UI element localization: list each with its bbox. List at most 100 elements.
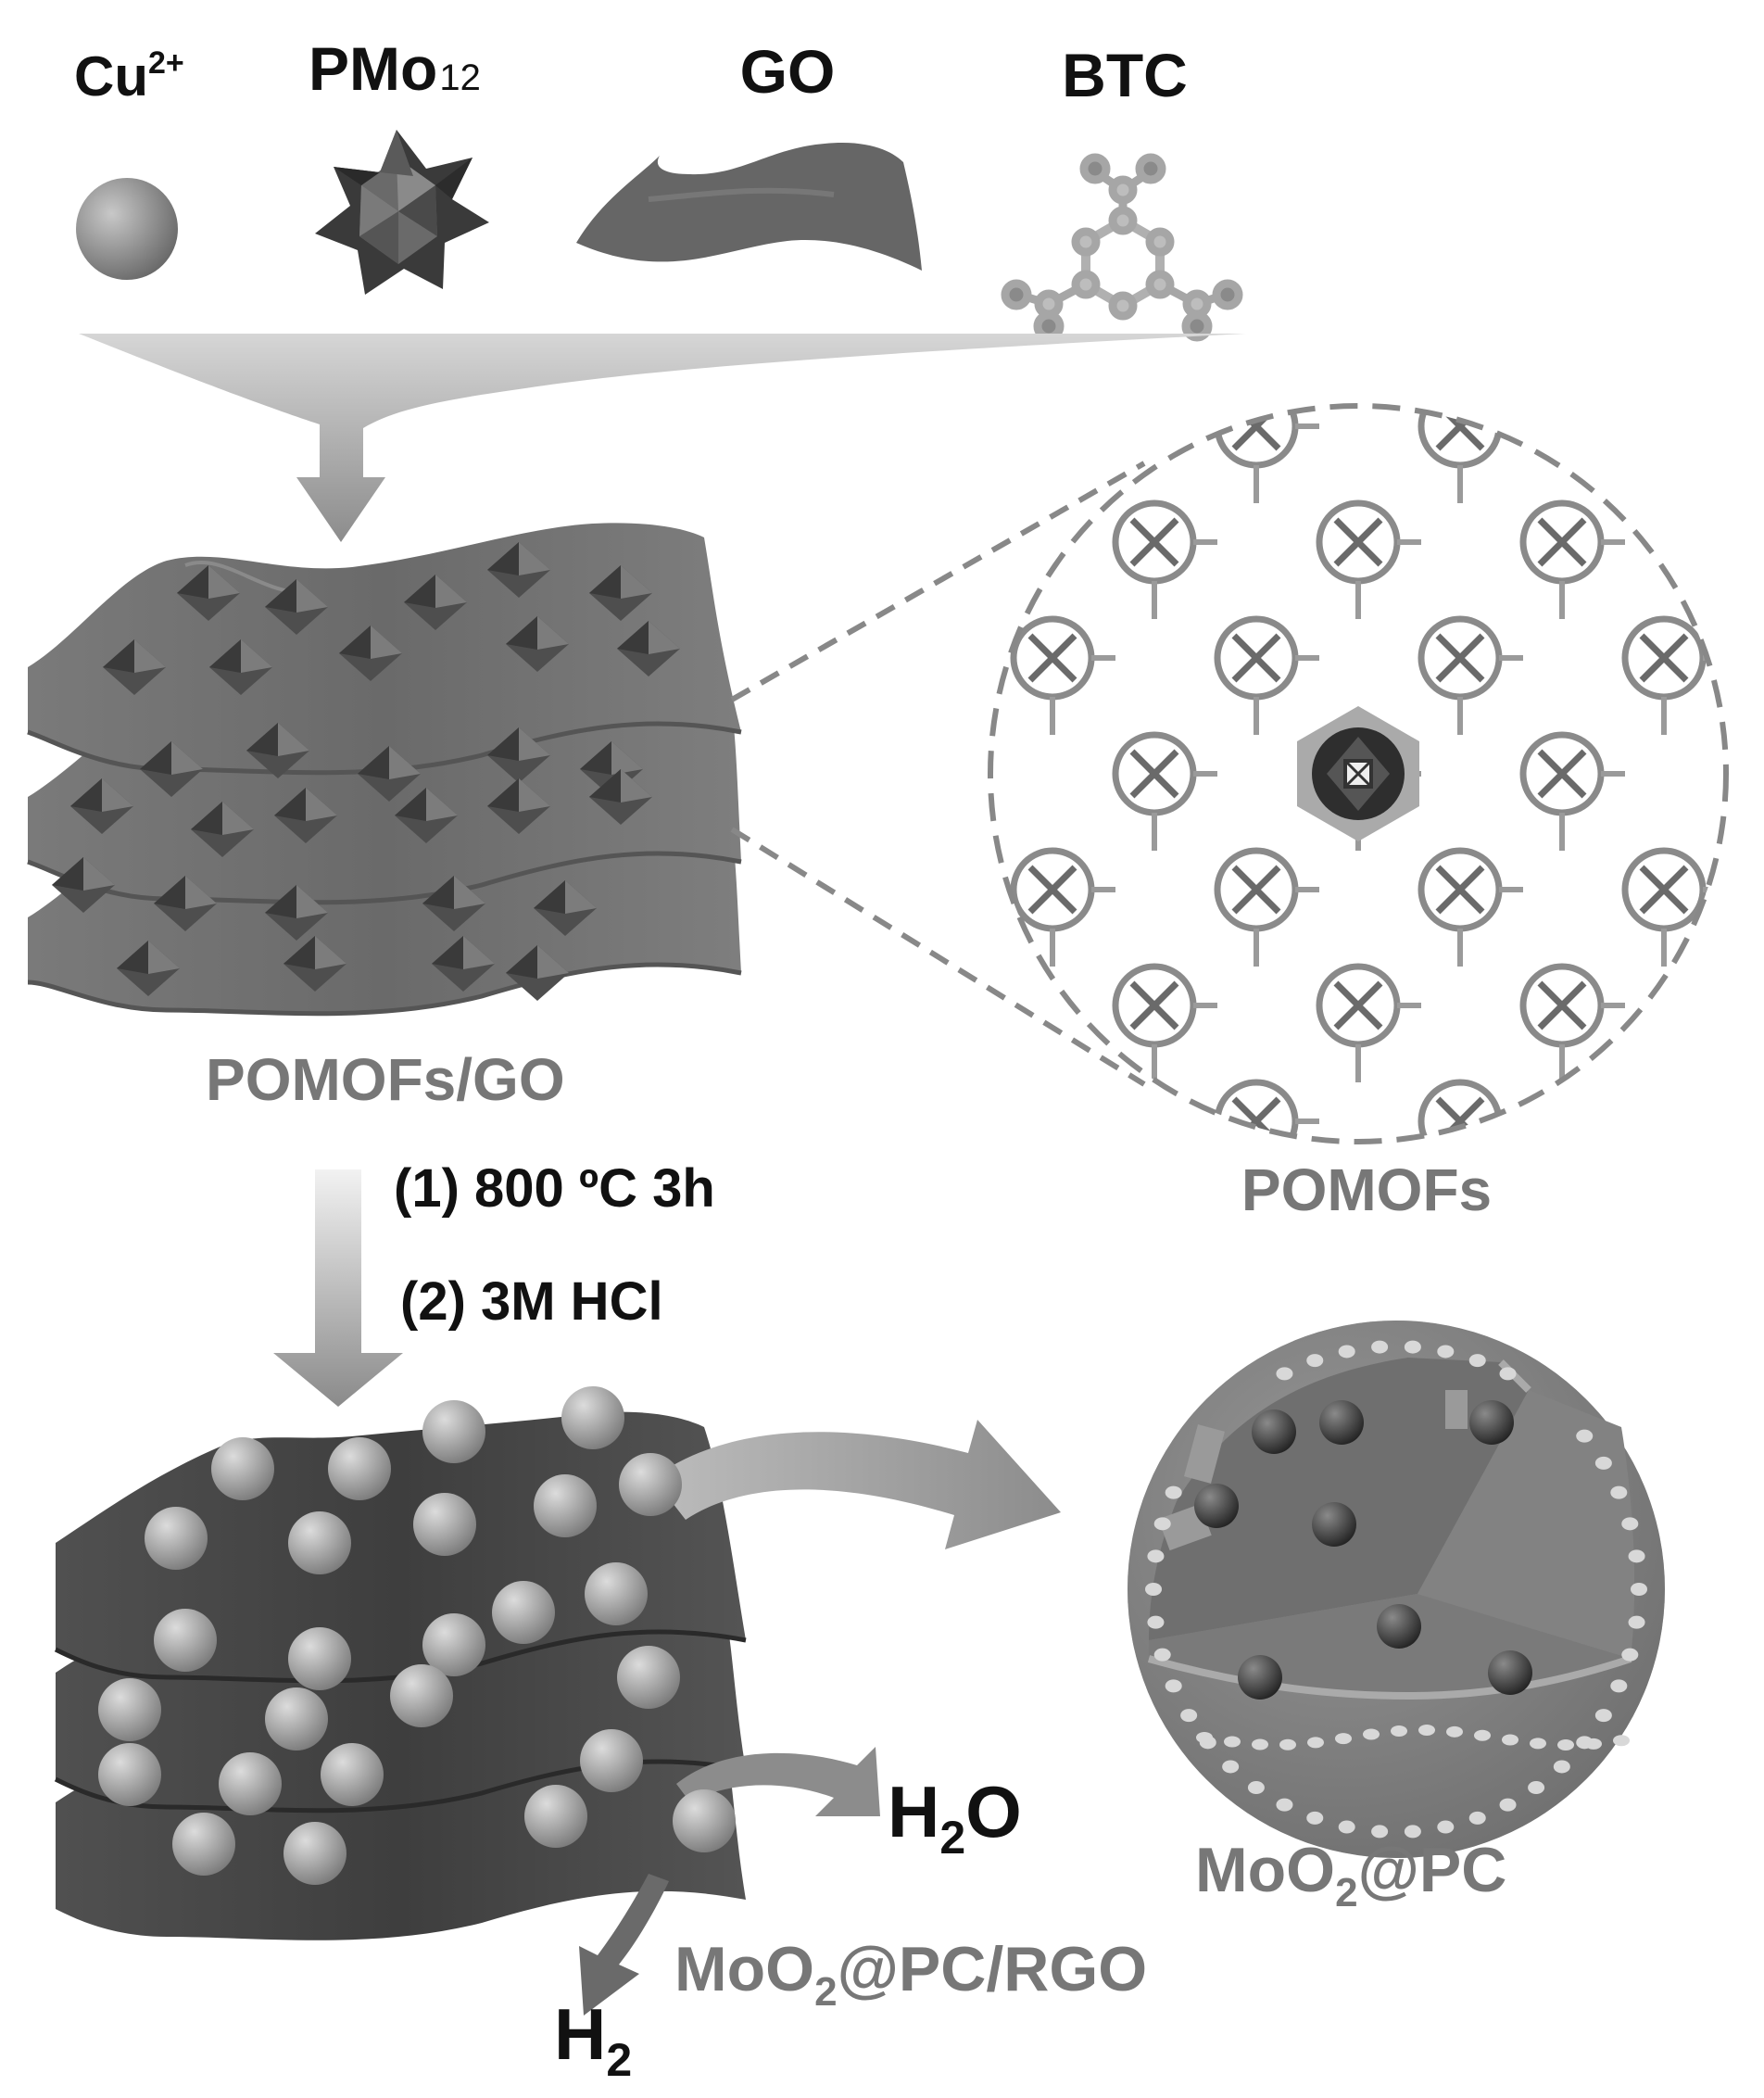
moo2-pc-particle-icon <box>585 1562 648 1625</box>
pmo12-octahedron-icon <box>246 723 309 778</box>
moo2-pc-particle-icon <box>154 1609 217 1672</box>
pmo12-label: PMo12 <box>309 34 481 103</box>
moo2-pc-particle-icon <box>619 1453 682 1516</box>
pmo12-octahedron-icon <box>140 741 203 797</box>
pmo12-octahedron-icon <box>177 565 240 621</box>
moo2-pc-particle-icon <box>288 1627 351 1690</box>
framework-node <box>1621 406 1726 503</box>
moo2-pc-label: MoO2@PC <box>1195 1835 1506 1915</box>
h2o-label: H2O <box>888 1771 1022 1864</box>
pomofs-go-stack <box>27 523 742 1017</box>
framework-node <box>1010 847 1115 967</box>
cu-ion-sphere-icon <box>76 178 178 280</box>
pmo12-octahedron-icon <box>70 778 133 834</box>
pmo12-polyoxometalate-icon <box>315 130 489 295</box>
pmo12-octahedron-icon <box>422 876 485 931</box>
moo2-pc-particle-icon <box>413 1493 476 1556</box>
framework-node <box>1621 1079 1726 1142</box>
btc-molecule-icon <box>1001 153 1243 342</box>
pmo12-octahedron-icon <box>265 885 328 941</box>
pmo12-octahedron-icon <box>358 746 421 802</box>
moo2-pc-particle-icon <box>98 1678 161 1741</box>
framework-node <box>1621 615 1726 735</box>
h2-release-arrow <box>579 1874 669 2016</box>
curved-arrow-to-sphere <box>653 1420 1061 1549</box>
moo2-nanoparticle-icon <box>1469 1400 1514 1445</box>
moo2-nanoparticle-icon <box>1377 1604 1421 1649</box>
go-sheet-icon <box>576 143 922 271</box>
moo2-pc-particle-icon <box>534 1474 597 1537</box>
pmo12-octahedron-icon <box>404 575 467 630</box>
mixing-funnel-arrow <box>79 334 1246 542</box>
framework-node <box>1010 406 1115 503</box>
pmo12-octahedron-icon <box>274 788 337 843</box>
step-2-label: (2) 3M HCl <box>400 1271 663 1332</box>
moo2-nanoparticle-icon <box>1238 1655 1282 1700</box>
framework-node <box>1112 499 1217 619</box>
framework-node <box>1621 847 1726 967</box>
pmo12-octahedron-icon <box>534 880 597 936</box>
moo2-pc-particle-icon <box>288 1511 351 1574</box>
pmo12-octahedron-icon <box>589 565 652 621</box>
pmo12-octahedron-icon <box>589 769 652 825</box>
pmo12-octahedron-icon <box>339 626 402 681</box>
moo2-pc-particle-icon <box>617 1646 680 1709</box>
moo2-pc-particle-icon <box>265 1687 328 1750</box>
pomofs-framework-zoom <box>988 403 1729 1144</box>
framework-node <box>1519 499 1625 619</box>
zoom-line-bottom <box>730 827 1146 1087</box>
moo2-nanoparticle-icon <box>1319 1400 1364 1445</box>
moo2-pc-particles <box>98 1386 736 1885</box>
framework-node <box>1519 963 1625 1082</box>
pmo12-octahedron-icon <box>117 941 180 996</box>
pomofs-go-label: POMOFs/GO <box>206 1046 565 1113</box>
moo2-pc-sphere <box>1128 1321 1665 1858</box>
h2o-release-arrow <box>676 1747 880 1816</box>
framework-node <box>1214 847 1319 967</box>
moo2-pc-particle-icon <box>219 1752 282 1815</box>
moo2-pc-particle-icon <box>145 1507 208 1570</box>
pmo12-octahedron-icon <box>154 876 217 931</box>
moo2-nanoparticle-icon <box>1252 1409 1296 1454</box>
moo2-pc-particle-icon <box>284 1822 346 1885</box>
moo2-pc-particle-icon <box>492 1581 555 1644</box>
pmo12-octahedron-icon <box>265 579 328 635</box>
framework-node <box>1112 963 1217 1082</box>
pmo12-octahedron-icon <box>506 616 569 672</box>
moo2-pc-particle-icon <box>390 1664 453 1727</box>
pmo12-octahedron-icon <box>487 542 550 598</box>
step-1-label: (1) 800 ºC 3h <box>394 1158 715 1219</box>
framework-node <box>1214 615 1319 735</box>
framework-node <box>1418 615 1523 735</box>
pmo12-octahedron-icon <box>209 639 272 695</box>
moo2-pc-particle-icon <box>321 1743 384 1806</box>
moo2-nanoparticle-icon <box>1488 1650 1532 1695</box>
pmo12-cage-center-icon <box>1297 706 1419 841</box>
cu-ion-label: Cu2+ <box>74 45 184 107</box>
pmo12-octahedron-icon <box>506 945 569 1001</box>
framework-node <box>1112 731 1217 851</box>
moo2-pc-particle-icon <box>580 1729 643 1792</box>
moo2-nanoparticle-icon <box>1194 1484 1239 1528</box>
moo2-pc-particle-icon <box>328 1437 391 1500</box>
framework-node <box>1316 499 1421 619</box>
moo2-pc-particle-icon <box>211 1437 274 1500</box>
moo2-pc-rgo-label: MoO2@PC/RGO <box>674 1934 1147 2015</box>
sphere-pores <box>1145 1340 1647 1839</box>
zoom-line-top <box>730 461 1146 702</box>
pmo12-octahedron-icon <box>191 802 254 857</box>
moo2-pc-particle-icon <box>561 1386 624 1449</box>
moo2-pc-particle-icon <box>172 1813 235 1876</box>
pmo12-octahedron-icon <box>487 727 550 783</box>
h2-label: H2 <box>554 1993 632 2086</box>
pmo12-octahedron-icon <box>617 621 680 676</box>
moo2-pc-particle-icon <box>673 1789 736 1852</box>
framework-node <box>1519 731 1625 851</box>
go-label: GO <box>740 37 836 106</box>
pmo12-octahedron-icon <box>284 936 346 992</box>
pmo12-octahedron-icon <box>487 778 550 834</box>
process-arrow-down <box>273 1169 403 1407</box>
pmo12-octahedron-icon <box>103 639 166 695</box>
